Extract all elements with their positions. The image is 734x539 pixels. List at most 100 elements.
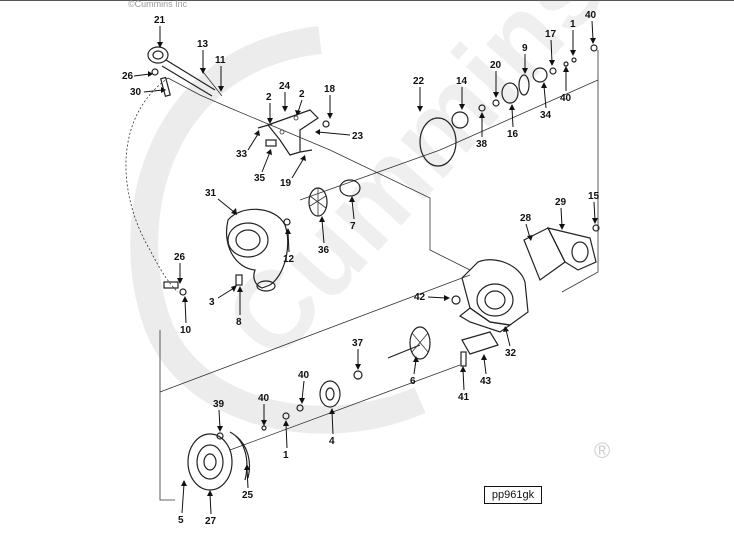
- callout-label: 12: [283, 254, 295, 265]
- callout: 41: [458, 366, 470, 403]
- callout-label: 39: [213, 399, 225, 410]
- callout-label: 22: [413, 76, 425, 87]
- callout: 33: [236, 130, 260, 160]
- callout: 13: [197, 39, 209, 74]
- callout-label: 21: [154, 15, 166, 26]
- callout: 23: [315, 129, 364, 142]
- callout-label: 33: [236, 149, 248, 160]
- callout-label: 7: [350, 221, 356, 232]
- callout: 20: [490, 60, 502, 98]
- callout: 26: [122, 71, 153, 82]
- callout: 12: [283, 228, 295, 265]
- compressor-wheel: [308, 44, 598, 217]
- callout-label: 17: [545, 29, 557, 40]
- callout-label: 13: [197, 39, 209, 50]
- callout-label: 28: [520, 213, 532, 224]
- callout-label: 9: [522, 43, 528, 54]
- callout: 15: [588, 191, 600, 224]
- callout: 31: [205, 188, 237, 215]
- callout: 10: [180, 296, 192, 336]
- reference-code-label: pp961gk: [484, 486, 542, 504]
- callout: 35: [254, 149, 272, 184]
- callout-label: 10: [180, 325, 192, 336]
- callout: 16: [507, 104, 519, 140]
- callout: 38: [476, 112, 488, 150]
- callout: 40: [560, 66, 572, 104]
- callout-label: 29: [555, 197, 567, 208]
- callout-label: 37: [352, 338, 364, 349]
- callout-label: 6: [410, 376, 416, 387]
- callout-label: 40: [298, 370, 310, 381]
- callout: 2: [295, 89, 305, 116]
- callout: 36: [318, 216, 330, 256]
- callout-label: 11: [215, 55, 226, 66]
- callout-label: 38: [476, 139, 488, 150]
- callout-label: 32: [505, 348, 517, 359]
- callout: 19: [280, 155, 306, 189]
- callout: 22: [413, 76, 425, 112]
- callout: 40: [298, 370, 310, 404]
- callout: 37: [352, 338, 364, 370]
- callout-label: 35: [254, 173, 266, 184]
- callout-label: 18: [324, 84, 336, 95]
- callout-label: 5: [178, 515, 184, 526]
- callout-label: 40: [258, 393, 270, 404]
- turbine-shaft-wheel: [353, 326, 431, 380]
- callout-label: 15: [588, 191, 600, 202]
- callout-label: 14: [456, 76, 468, 87]
- callout-label: 31: [205, 188, 217, 199]
- callout-label: 40: [560, 93, 572, 104]
- callout-label: 43: [480, 376, 492, 387]
- callout: 1: [283, 420, 289, 461]
- callout-label: 1: [570, 19, 576, 30]
- callout-label: 30: [130, 87, 142, 98]
- assembly-guide-lines: [125, 50, 599, 501]
- callout: 14: [456, 76, 468, 110]
- callout: 40: [258, 393, 270, 426]
- callout-label: 3: [209, 297, 215, 308]
- callout-label: 20: [490, 60, 502, 71]
- callout-label: 23: [352, 131, 364, 142]
- copyright-notice: ©Cummins Inc: [128, 0, 188, 9]
- callout: 43: [480, 354, 492, 387]
- callout: 24: [279, 81, 291, 112]
- callout-label: 24: [279, 81, 291, 92]
- callout: 30: [130, 87, 166, 98]
- callout: 40: [585, 10, 597, 44]
- callout: 26: [174, 252, 186, 284]
- callout-label: 27: [205, 516, 217, 527]
- callout-label: 40: [585, 10, 597, 21]
- callout: 21: [154, 15, 166, 48]
- registered-mark: ®: [594, 438, 610, 463]
- callout: 5: [178, 480, 187, 526]
- callout: 2: [266, 92, 273, 124]
- callout-label: 26: [122, 71, 134, 82]
- callout-label: 19: [280, 178, 292, 189]
- callout: 28: [520, 213, 533, 241]
- callout-label: 4: [329, 436, 335, 447]
- callout-label: 16: [507, 129, 519, 140]
- callout: 1: [570, 19, 576, 56]
- callout-group: 21 13 11 26 30 24 2 2 18 33 23 35 19 22 …: [122, 10, 600, 527]
- callout: 29: [555, 197, 567, 230]
- callout-label: 25: [242, 490, 254, 501]
- callout: 32: [503, 326, 517, 359]
- callout: 42: [414, 292, 450, 303]
- callout-label: 34: [540, 110, 552, 121]
- actuator-bracket-group: [147, 46, 330, 156]
- callout-label: 26: [174, 252, 186, 263]
- callout: 39: [213, 399, 225, 432]
- callout-label: 8: [236, 317, 242, 328]
- callout: 9: [522, 43, 528, 74]
- callout-label: 2: [299, 89, 305, 100]
- compressor-housing: [163, 208, 291, 296]
- callout: 18: [324, 84, 336, 119]
- callout: 6: [410, 356, 419, 387]
- callout: 27: [205, 490, 217, 527]
- turbine-housing: [451, 224, 600, 367]
- callout: 7: [349, 196, 356, 232]
- callout-label: 1: [283, 450, 289, 461]
- top-border-line: [0, 0, 734, 1]
- callout-label: 42: [414, 292, 426, 303]
